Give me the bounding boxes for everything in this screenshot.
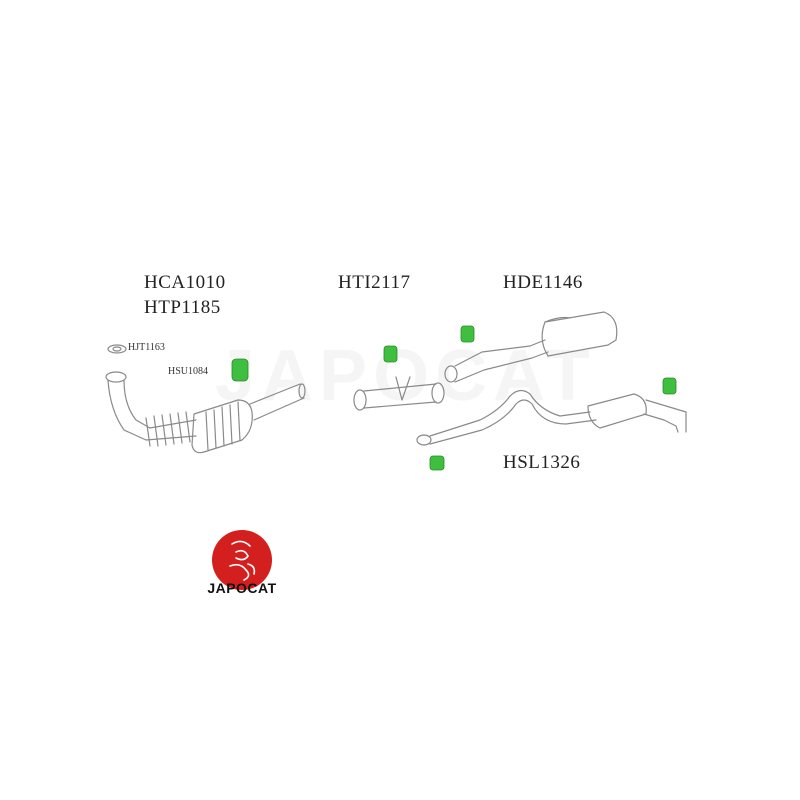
rubber-mount-icon: [383, 345, 398, 363]
label-gasket: HJT1163: [128, 342, 165, 353]
watermark: JAPOCAT: [215, 336, 596, 416]
label-intermediate-pipe: HTI2117: [338, 272, 411, 293]
japocat-logo-text: JAPOCAT: [207, 580, 277, 596]
label-front-pipe: HTP1185: [144, 297, 221, 318]
intermediate-pipe-part: [353, 376, 445, 411]
rear-silencer-part: [416, 389, 687, 446]
label-mount-front: HSU1084: [168, 366, 209, 377]
japocat-logo-icon: [212, 530, 272, 590]
rubber-mount-icon: [460, 325, 475, 343]
japocat-logo: JAPOCAT: [196, 524, 288, 604]
gasket-icon: [107, 344, 127, 354]
center-silencer-part: [444, 311, 618, 383]
rubber-mount-icon: [231, 358, 249, 382]
label-center-silencer: HDE1146: [503, 272, 583, 293]
rubber-mount-icon: [662, 377, 677, 395]
label-catalyst: HCA1010: [144, 272, 226, 293]
label-rear-silencer: HSL1326: [503, 452, 581, 473]
front-pipe-catalyst-part: [105, 371, 306, 454]
rubber-mount-icon: [429, 455, 445, 471]
